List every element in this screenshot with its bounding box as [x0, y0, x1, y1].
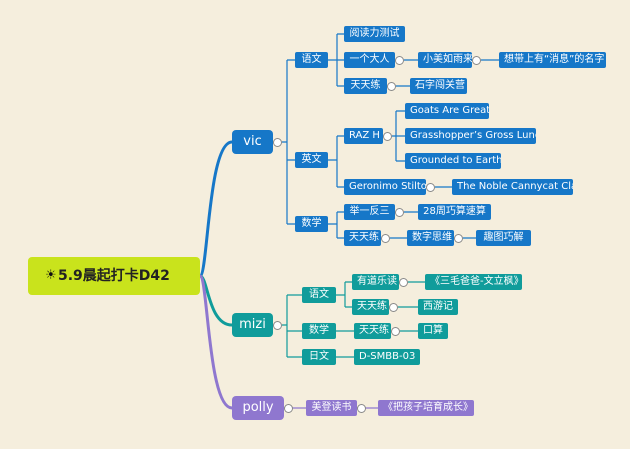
collapse-toggle-raz[interactable] — [383, 132, 392, 141]
collapse-toggle-story[interactable] — [395, 56, 404, 65]
collapse-toggle-vic[interactable] — [273, 138, 282, 147]
root-topic[interactable]: ☀ 5.9晨起打卡D42 — [28, 257, 200, 295]
sun-icon: ☀ — [45, 268, 57, 283]
vic-english-geronimo[interactable]: Geronimo Stilton — [344, 179, 426, 195]
vic-chinese-story[interactable]: 一个大人 — [344, 52, 395, 68]
collapse-toggle-mizi-daily[interactable] — [389, 303, 398, 312]
branch-mizi[interactable]: mizi — [232, 313, 273, 337]
mizi-chinese-daily-detail[interactable]: 西游记 — [418, 299, 458, 315]
branch-vic[interactable]: vic — [232, 130, 273, 154]
vic-math-book-1-detail[interactable]: 28周巧算速算 — [418, 204, 491, 220]
mizi-japanese-detail[interactable]: D-SMBB-03 — [354, 349, 420, 365]
mizi-chinese-reading[interactable]: 有道乐读 — [352, 274, 399, 290]
vic-chinese-note[interactable]: 想带上有“消息”的名字 — [499, 52, 606, 68]
mizi-math-daily[interactable]: 天天练 — [354, 323, 391, 339]
collapse-toggle-polly[interactable] — [284, 404, 293, 413]
polly-item[interactable]: 美登读书 — [306, 400, 357, 416]
collapse-toggle-polly-item[interactable] — [357, 404, 366, 413]
vic-chinese[interactable]: 语文 — [295, 52, 328, 68]
vic-english-raz[interactable]: RAZ H — [344, 128, 383, 144]
vic-english-raz-book-3[interactable]: Grounded to Earth — [405, 153, 501, 169]
vic-math[interactable]: 数学 — [295, 216, 328, 232]
mizi-chinese[interactable]: 语文 — [302, 287, 336, 303]
vic-chinese-reading[interactable]: 阅读力测试 — [344, 26, 405, 42]
vic-chinese-author[interactable]: 小美如雨来 — [418, 52, 472, 68]
mizi-math[interactable]: 数学 — [302, 323, 336, 339]
vic-english-raz-book-1[interactable]: Goats Are Great — [405, 103, 489, 119]
collapse-toggle-mizi-math[interactable] — [391, 327, 400, 336]
mizi-chinese-reading-book[interactable]: 《三毛爸爸-文立枫》 — [425, 274, 522, 290]
vic-english-raz-book-2[interactable]: Grasshopper’s Gross Lunch — [405, 128, 536, 144]
collapse-toggle-mizi-reading[interactable] — [399, 278, 408, 287]
vic-math-book-1[interactable]: 举一反三 — [344, 204, 395, 220]
vic-math-daily[interactable]: 天天练 — [344, 230, 381, 246]
polly-book[interactable]: 《把孩子培育成长》 — [378, 400, 474, 416]
mizi-math-daily-detail[interactable]: 口算 — [418, 323, 448, 339]
collapse-toggle-book1[interactable] — [395, 208, 404, 217]
vic-math-daily-sub[interactable]: 数字思维 — [407, 230, 454, 246]
vic-chinese-daily-detail[interactable]: 石字闯关营 — [410, 78, 467, 94]
collapse-toggle-author[interactable] — [472, 56, 481, 65]
collapse-toggle-geronimo[interactable] — [426, 183, 435, 192]
vic-english-geronimo-book[interactable]: The Noble Cannycat Clan — [452, 179, 573, 195]
mizi-chinese-daily[interactable]: 天天练 — [352, 299, 389, 315]
collapse-toggle-mizi[interactable] — [273, 321, 282, 330]
root-label: 5.9晨起打卡D42 — [58, 268, 170, 284]
collapse-toggle-math-daily[interactable] — [381, 234, 390, 243]
vic-math-daily-detail[interactable]: 趣图巧解 — [476, 230, 531, 246]
collapse-toggle-daily[interactable] — [387, 82, 396, 91]
mizi-japanese[interactable]: 日文 — [302, 349, 336, 365]
vic-english[interactable]: 英文 — [295, 152, 328, 168]
branch-polly[interactable]: polly — [232, 396, 284, 420]
collapse-toggle-math-sub[interactable] — [454, 234, 463, 243]
vic-chinese-daily[interactable]: 天天练 — [344, 78, 387, 94]
